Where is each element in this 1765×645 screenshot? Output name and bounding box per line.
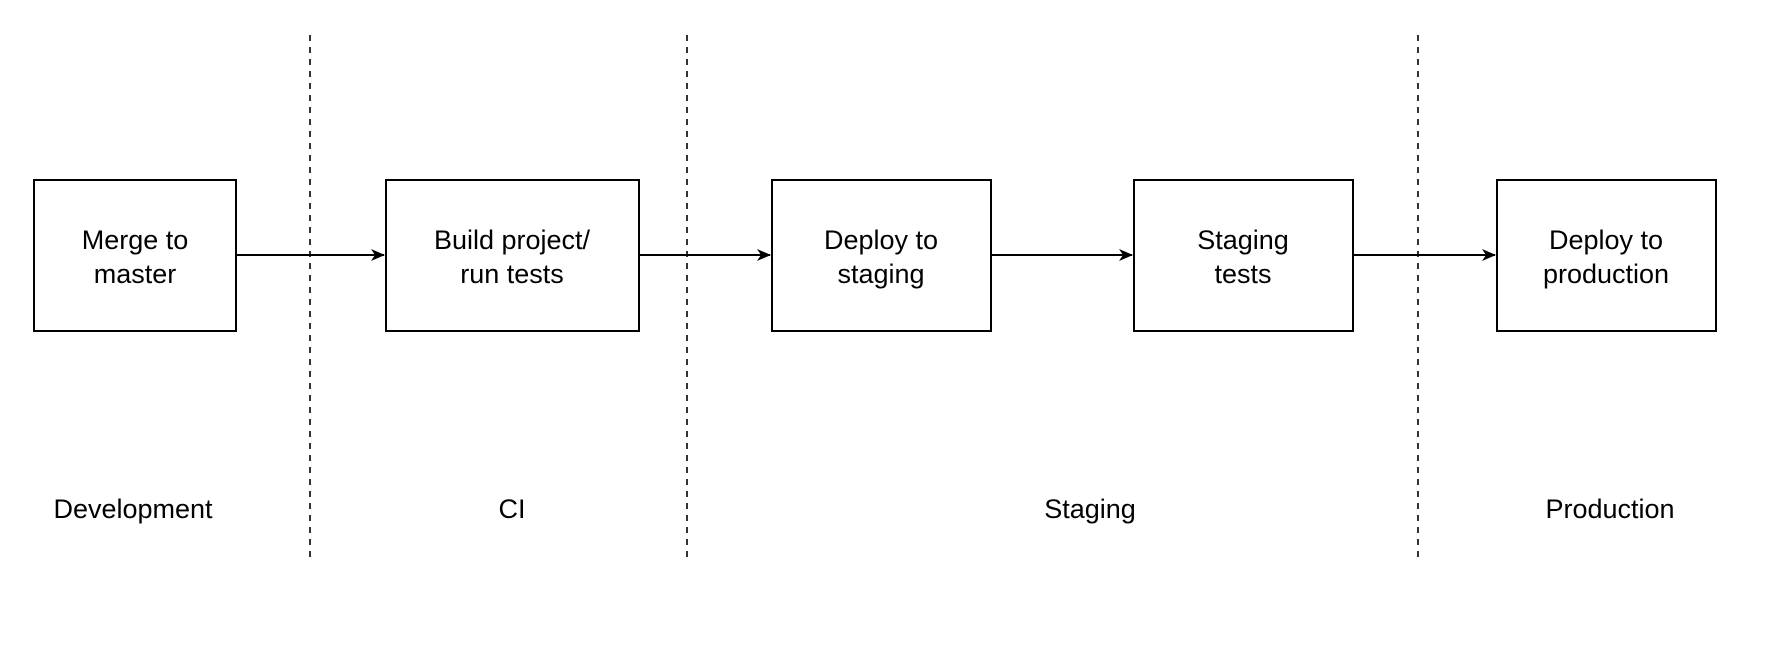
step-label-line2: staging [837, 259, 924, 289]
step-label-line1: Deploy to [1549, 225, 1663, 255]
step-box-merge-to-master: Merge to master [33, 179, 237, 332]
step-label-line1: Build project/ [434, 225, 591, 255]
step-label-line1: Staging [1197, 225, 1289, 255]
step-label-line2: production [1543, 259, 1669, 289]
step-label-line2: master [94, 259, 177, 289]
step-box-deploy-to-staging: Deploy to staging [771, 179, 992, 332]
step-label-line1: Deploy to [824, 225, 938, 255]
step-label-line2: run tests [460, 259, 564, 289]
step-box-staging-tests: Staging tests [1133, 179, 1354, 332]
stage-label-development: Development [53, 494, 213, 524]
stage-label-production: Production [1545, 494, 1674, 524]
step-box-deploy-to-production: Deploy to production [1496, 179, 1717, 332]
stage-label-staging: Staging [1044, 494, 1136, 524]
step-label-line1: Merge to [82, 225, 189, 255]
stage-label-ci: CI [499, 494, 526, 524]
step-label-line2: tests [1214, 259, 1271, 289]
step-box-build-project: Build project/ run tests [385, 179, 640, 332]
